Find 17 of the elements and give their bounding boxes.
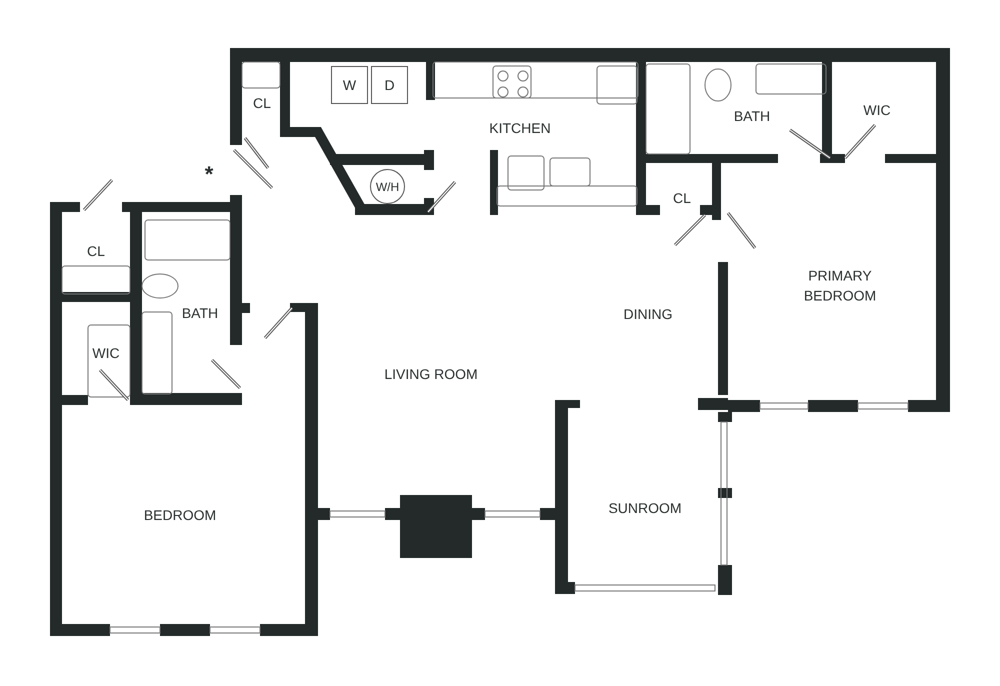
room-label: CL (253, 94, 271, 114)
room-label: DINING (624, 305, 672, 324)
room-label: LIVING ROOM (384, 365, 478, 384)
room-label: CL (87, 242, 105, 262)
room-label: PRIMARY BEDROOM (802, 266, 878, 305)
room-label: BATH (182, 304, 218, 324)
room-label: BEDROOM (144, 506, 216, 526)
room-label: SUNROOM (608, 499, 682, 518)
room-label: KITCHEN (489, 119, 551, 138)
room-label: BATH (734, 107, 770, 126)
room-label: WIC (863, 101, 891, 120)
entry-mark: * (204, 160, 214, 189)
appliance-box: D (371, 66, 408, 104)
room-label: WIC (92, 344, 120, 364)
heater-circle: W/H (370, 169, 405, 204)
appliance-box: W (331, 66, 368, 104)
room-label: CL (673, 189, 691, 208)
